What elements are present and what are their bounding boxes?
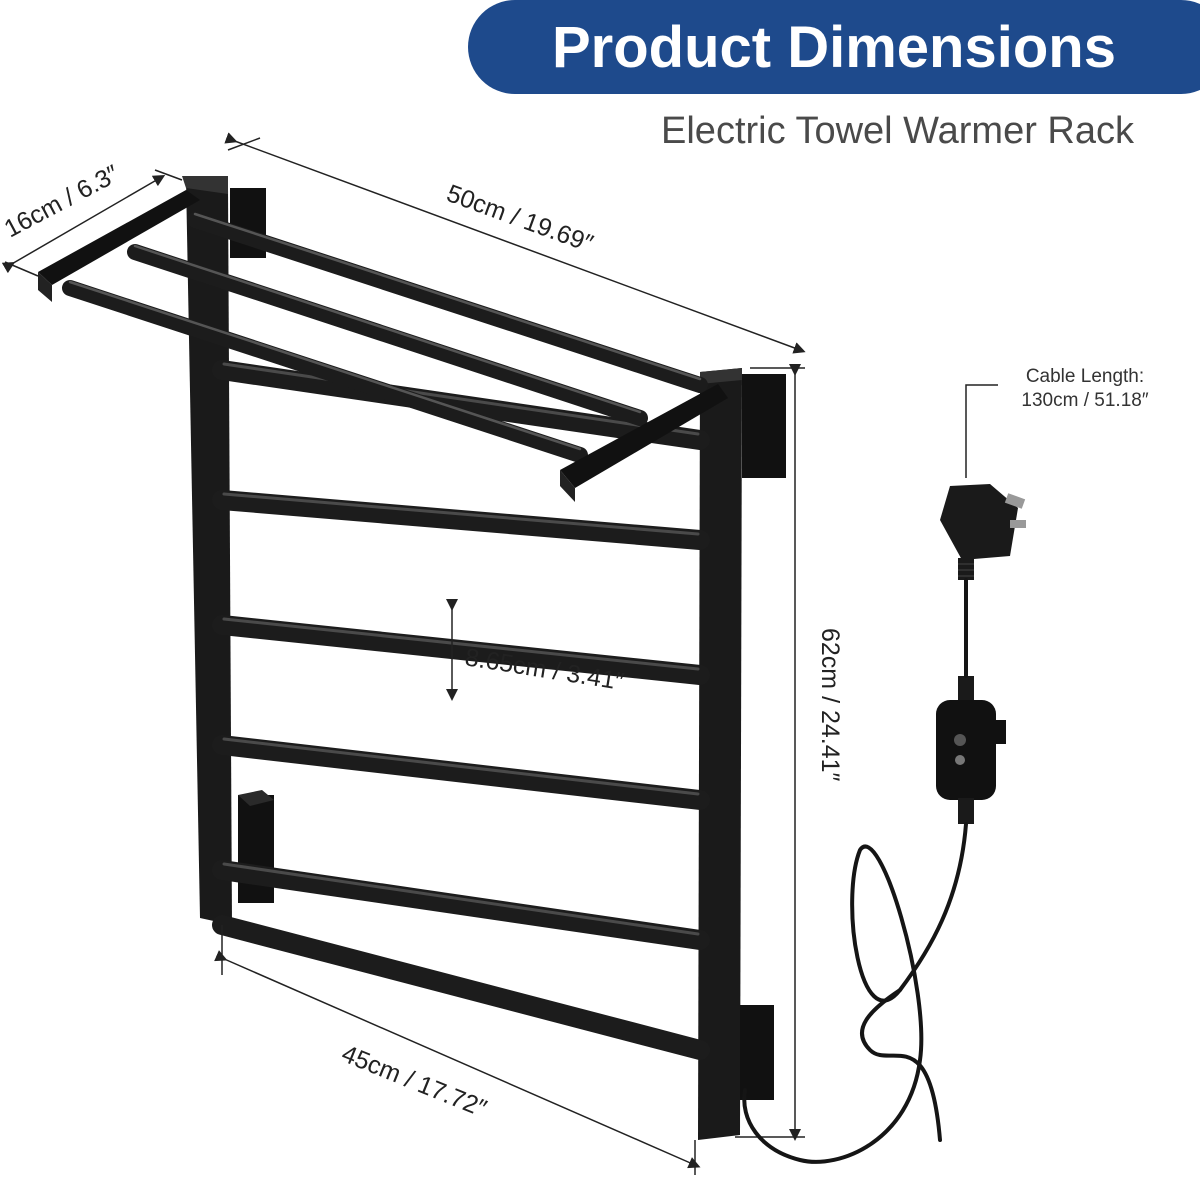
ladder-rungs xyxy=(212,360,710,1060)
uk-plug-icon xyxy=(940,484,1026,580)
cable-length-value: 130cm / 51.18″ xyxy=(1021,390,1149,411)
rcd-switch-icon xyxy=(936,676,1006,824)
depth-label: 16cm / 6.3″ xyxy=(0,160,124,244)
cable-length-label: Cable Length: 130cm / 51.18″ xyxy=(1000,365,1170,413)
right-wall-bracket-top xyxy=(742,374,786,478)
left-frame xyxy=(186,180,232,925)
title-banner: Product Dimensions xyxy=(468,0,1200,94)
right-wall-bracket-bottom xyxy=(740,1005,774,1100)
cable-length-title: Cable Length: xyxy=(1025,366,1145,387)
power-cable xyxy=(742,578,968,1164)
right-shelf-arm xyxy=(560,384,728,488)
height-label: 62cm / 24.41″ xyxy=(816,628,844,782)
dimension-lines xyxy=(1,132,998,1175)
towel-rack-illustration xyxy=(38,176,786,1140)
page-title: Product Dimensions xyxy=(552,14,1116,80)
bottom-width-label: 45cm / 17.72″ xyxy=(338,1040,491,1123)
right-frame xyxy=(698,368,742,1140)
